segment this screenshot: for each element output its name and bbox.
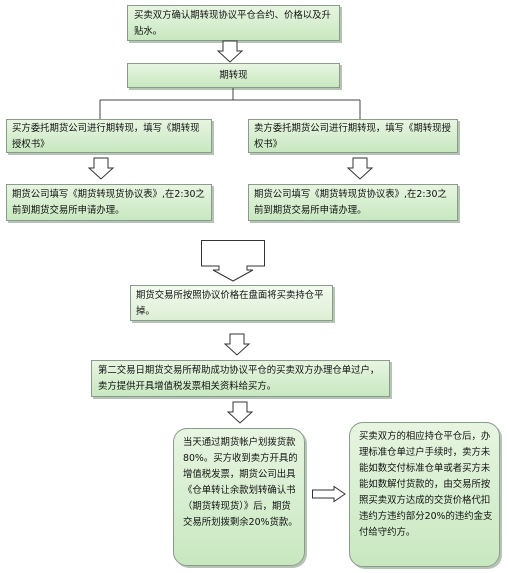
branch-connector — [99, 88, 361, 119]
down-arrow-1 — [216, 40, 244, 63]
step-default-penalty: 买卖双方的相应持仓平仓后，办理标准仓单过户手续时，卖方未能如数交付标准仓单或者买… — [349, 422, 500, 567]
step-warehouse-transfer: 第二交易日期货交易所帮助成功协议平仓的买卖双方办理仓单过户，卖方提供开具增值税发… — [91, 360, 390, 397]
step-buyer-authorize: 买方委托期货公司进行期转现，填写《期转现授权书》 — [6, 119, 212, 153]
merge-arrow — [201, 240, 265, 282]
down-arrow-right — [346, 157, 374, 180]
down-arrow-left — [87, 157, 115, 180]
step-confirm-contract: 买卖双方确认期转现协议平仓合约、价格以及升贴水。 — [127, 5, 340, 41]
step-buyer-broker-apply: 期货公司填写《期货转现货协议表》,在2:30之前到期货交易所申请办理。 — [6, 184, 212, 221]
right-arrow — [312, 485, 346, 503]
step-payment-settlement: 当天通过期货帐户划拨货款80%。买方收到卖方开具的增值税发票，期货公司出具《仓单… — [173, 428, 305, 566]
down-arrow-2 — [223, 333, 251, 356]
step-exchange-close-positions: 期货交易所按照协议价格在盘面将买卖持仓平掉。 — [130, 285, 333, 321]
step-seller-authorize: 卖方委托期货公司进行期转现，填写《期转现授权书》 — [248, 119, 458, 153]
step-efp: 期转现 — [127, 63, 340, 88]
step-seller-broker-apply: 期货公司填写《期货转现货协议表》,在2:30之前到期货交易所申请办理。 — [248, 184, 458, 221]
down-arrow-3 — [226, 401, 254, 424]
